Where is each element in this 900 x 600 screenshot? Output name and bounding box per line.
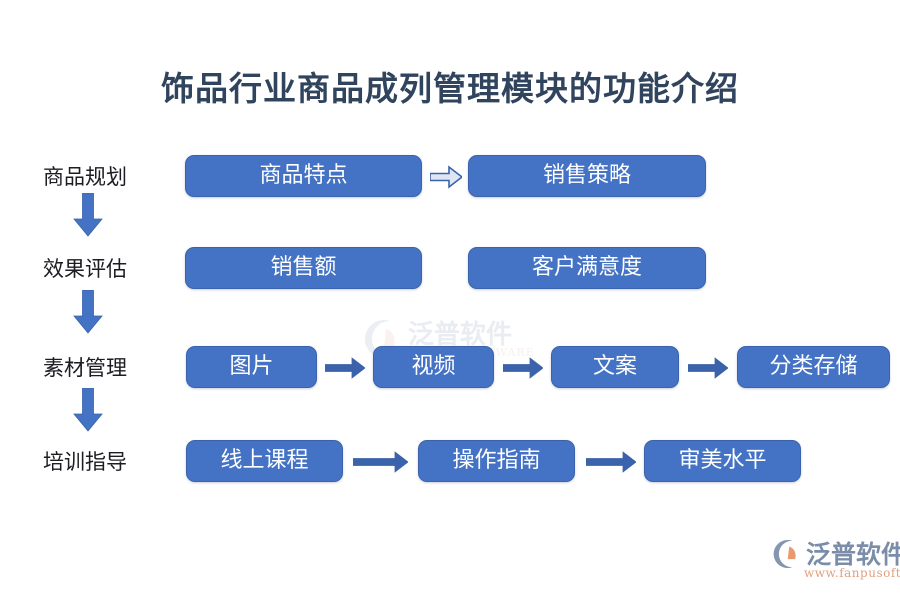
brand-logo: 泛普软件 www.fanpusoft.com xyxy=(770,533,900,585)
page-title: 饰品行业商品成列管理模块的功能介绍 xyxy=(161,69,739,108)
flow-arrow-right xyxy=(503,357,543,379)
process-box[interactable]: 视频 xyxy=(373,346,494,388)
flow-arrow-right xyxy=(586,451,636,473)
process-box[interactable]: 客户满意度 xyxy=(468,247,706,289)
brand-url: www.fanpusoft.com xyxy=(804,566,900,580)
flow-arrow-down xyxy=(73,388,103,432)
process-box[interactable]: 销售额 xyxy=(185,247,422,289)
stage-label-2: 效果评估 xyxy=(43,257,127,281)
process-box[interactable]: 分类存储 xyxy=(737,346,890,388)
process-box[interactable]: 文案 xyxy=(551,346,679,388)
stage-label-4: 培训指导 xyxy=(43,450,127,474)
process-box[interactable]: 操作指南 xyxy=(418,440,575,482)
stage-label-3: 素材管理 xyxy=(43,356,127,380)
brand-name: 泛普软件 xyxy=(806,540,900,569)
flow-arrow-right xyxy=(325,357,365,379)
flow-arrow-right xyxy=(430,165,462,189)
process-box[interactable]: 图片 xyxy=(186,346,317,388)
flow-arrow-right xyxy=(353,451,408,473)
flow-arrow-right xyxy=(688,357,728,379)
fanpu-swoosh-icon xyxy=(773,539,796,569)
process-box[interactable]: 销售策略 xyxy=(468,155,706,197)
flow-arrow-down xyxy=(73,290,103,334)
flow-arrow-down xyxy=(73,193,103,237)
stage-label-1: 商品规划 xyxy=(43,165,127,189)
process-box[interactable]: 审美水平 xyxy=(644,440,801,482)
process-box[interactable]: 线上课程 xyxy=(186,440,343,482)
process-box[interactable]: 商品特点 xyxy=(185,155,422,197)
